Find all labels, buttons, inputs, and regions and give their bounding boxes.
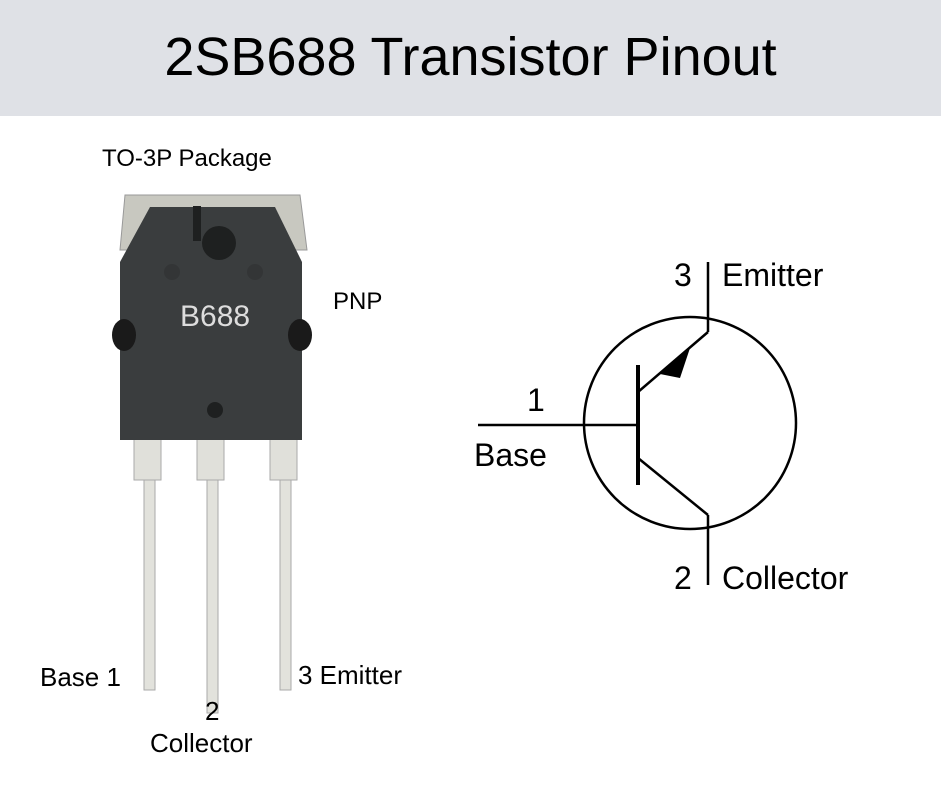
lead-3 [279,469,292,691]
symbol-base-label: Base [474,437,547,473]
transistor-photo [112,194,312,714]
symbol-collector-label: Collector [722,560,849,596]
package-label: TO-3P Package [102,145,272,172]
photo-emitter-label: 3 Emitter [298,660,403,690]
photo-collector-label: Collector [150,728,253,758]
symbol-emitter-label: Emitter [722,257,824,293]
symbol-emitter-num: 3 [674,257,692,293]
lead-1 [143,469,156,691]
lead-2 [206,469,219,714]
emitter-arrow [660,348,690,378]
page-title: 2SB688 Transistor Pinout [164,27,777,87]
symbol-collector-num: 2 [674,560,692,596]
pnp-symbol [478,262,798,585]
mounting-hole [202,226,236,260]
title-band [0,0,941,116]
photo-base-label: Base 1 [40,662,121,692]
part-marking: B688 [180,300,251,333]
photo-collector-num: 2 [205,696,220,726]
type-label: PNP [333,288,383,315]
symbol-base-num: 1 [527,382,545,418]
